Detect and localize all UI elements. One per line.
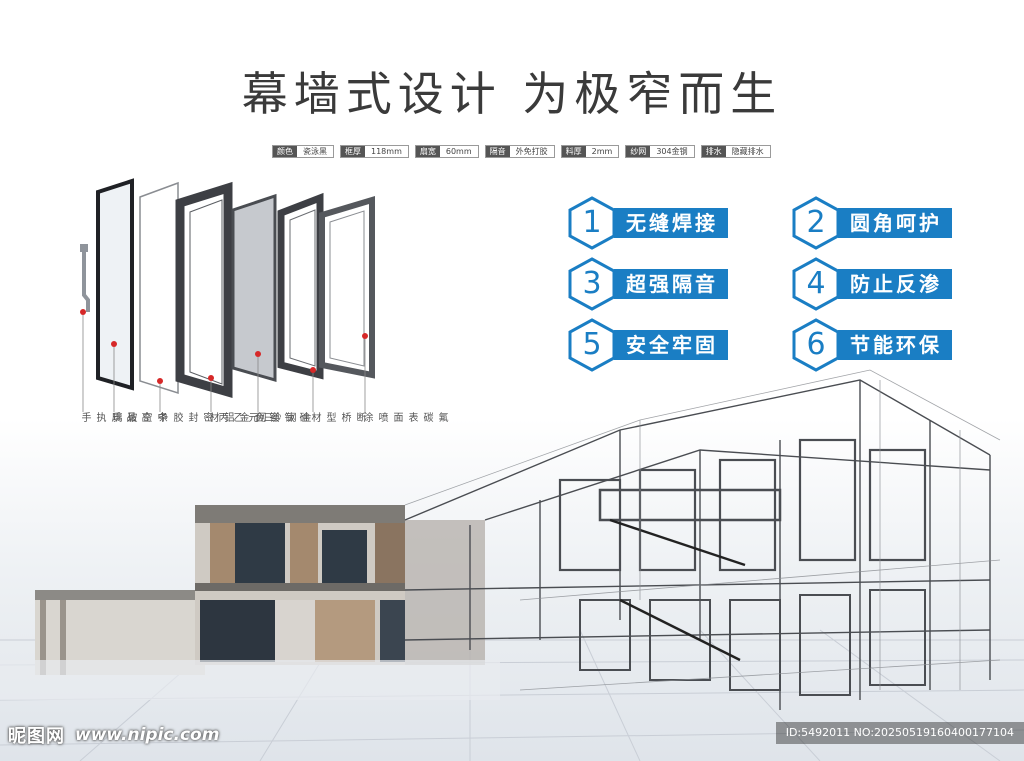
spec-item: 排水隐藏排水 xyxy=(700,145,771,158)
part-label: 断桥型材 xyxy=(309,412,365,423)
feature-label: 节能环保 xyxy=(838,330,952,360)
coated-frame-part xyxy=(319,195,375,379)
spec-value: 60mm xyxy=(439,146,478,157)
spec-label: 纱网 xyxy=(626,146,651,157)
spec-value: 隐藏排水 xyxy=(725,146,770,157)
building-wireframe-thin xyxy=(404,369,1001,691)
feature-number: 5 xyxy=(582,327,602,362)
feature-item: 6 节能环保 xyxy=(790,317,952,373)
leader-lines xyxy=(82,315,366,412)
hexagon-icon: 6 xyxy=(790,317,842,373)
hexagon-icon: 4 xyxy=(790,256,842,312)
part-label: 三元乙丙密封胶条 xyxy=(156,412,272,423)
part-label: 硅钛镁合金铝材 xyxy=(207,412,308,423)
watermark-id: ID:5492011 NO:20250519160400177104 xyxy=(775,722,1024,744)
part-label: 高品质执手 xyxy=(79,412,150,423)
feature-item: 1 无缝焊接 xyxy=(566,195,728,251)
building-wireframe xyxy=(404,379,991,710)
building-solid xyxy=(0,505,500,700)
part-label: 金钢纱网 xyxy=(254,412,310,423)
feature-label: 防止反渗 xyxy=(838,269,952,299)
hexagon-icon: 2 xyxy=(790,195,842,251)
spec-value: 2mm xyxy=(585,146,619,157)
glass-part xyxy=(96,178,134,391)
part-markers xyxy=(80,309,368,384)
feature-number: 1 xyxy=(582,205,602,240)
screen-mesh-part xyxy=(231,193,277,382)
hexagon-icon: 5 xyxy=(566,317,618,373)
feature-item: 4 防止反渗 xyxy=(790,256,952,312)
spec-label: 隔音 xyxy=(485,146,510,157)
part-label: 中空玻璃 xyxy=(110,412,166,423)
spec-label: 排水 xyxy=(701,146,726,157)
spec-value: 瓷泳黑 xyxy=(297,146,333,157)
gasket-part xyxy=(139,181,179,395)
spec-value: 外免打胶 xyxy=(509,146,554,157)
poster-title: 幕墙式设计 为极窄而生 xyxy=(241,67,783,121)
aluminum-frame-part xyxy=(175,181,233,398)
watermark-site: www.nipic.com xyxy=(75,725,220,745)
feature-number: 4 xyxy=(806,266,826,301)
thermal-break-part xyxy=(277,192,324,380)
handle-part xyxy=(80,244,90,312)
feature-item: 5 安全牢固 xyxy=(566,317,728,373)
hexagon-icon: 3 xyxy=(566,256,618,312)
spec-label: 扇宽 xyxy=(415,146,440,157)
spec-item: 隔音外免打胶 xyxy=(484,145,555,158)
spec-value: 118mm xyxy=(365,146,408,157)
feature-label: 超强隔音 xyxy=(614,269,728,299)
feature-label: 圆角呵护 xyxy=(838,208,952,238)
spec-label: 颜色 xyxy=(273,146,297,157)
feature-item: 2 圆角呵护 xyxy=(790,195,952,251)
feature-label: 安全牢固 xyxy=(614,330,728,360)
part-label: 氟碳表面喷涂 xyxy=(361,412,447,423)
feature-number: 3 xyxy=(582,266,602,301)
watermark-brand-name: 昵图网 xyxy=(8,726,65,747)
spec-value: 304金钢 xyxy=(650,146,694,157)
feature-number: 6 xyxy=(806,327,826,362)
spec-item: 颜色瓷泳黑 xyxy=(272,145,334,158)
hexagon-icon: 1 xyxy=(566,195,618,251)
exploded-window-diagram xyxy=(80,178,375,412)
watermark-brand: 昵图网 www.nipic.com xyxy=(8,722,219,748)
feature-number: 2 xyxy=(806,205,826,240)
spec-label: 料厚 xyxy=(561,146,586,157)
feature-label: 无缝焊接 xyxy=(614,208,728,238)
spec-label: 框厚 xyxy=(341,146,365,157)
feature-item: 3 超强隔音 xyxy=(566,256,728,312)
building-illustration xyxy=(0,369,1024,761)
